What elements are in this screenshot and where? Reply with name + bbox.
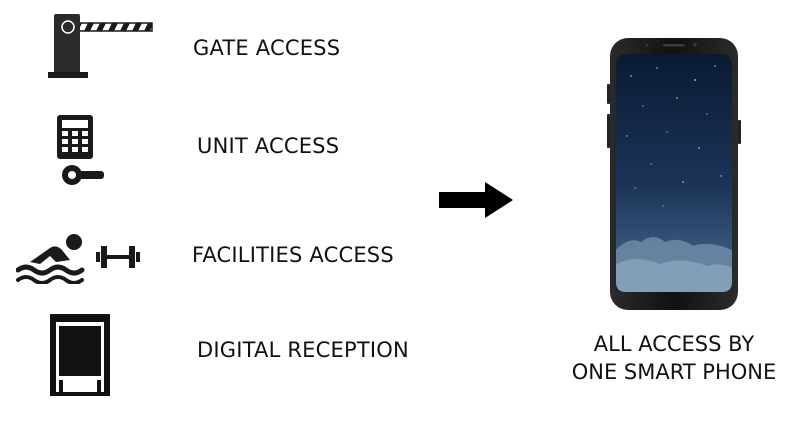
facilities-access-label: FACILITIES ACCESS — [192, 243, 394, 267]
unit-access-label: UNIT ACCESS — [197, 134, 340, 158]
caption-line-2: ONE SMART PHONE — [571, 360, 777, 384]
keypad-lock-icon — [54, 113, 106, 189]
caption-line-1: ALL ACCESS BY — [593, 332, 755, 356]
gate-barrier-icon — [46, 12, 156, 80]
digital-reception-label: DIGITAL RECEPTION — [197, 338, 409, 362]
smartphone-icon — [607, 36, 741, 312]
swimmer-dumbbell-icon — [16, 228, 146, 284]
gate-access-label: GATE ACCESS — [193, 36, 341, 60]
arrow-right-icon — [439, 180, 515, 220]
phone-caption: ALL ACCESS BY ONE SMART PHONE — [544, 330, 800, 386]
kiosk-door-icon — [48, 312, 112, 398]
